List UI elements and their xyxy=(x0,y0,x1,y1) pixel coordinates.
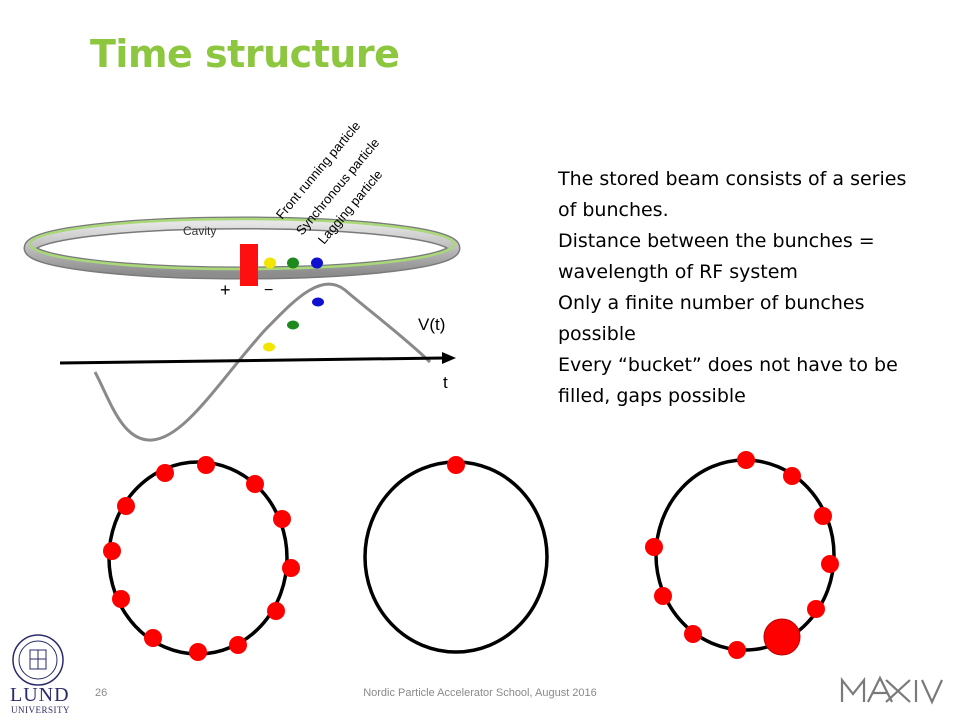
bunch xyxy=(783,467,801,485)
description-text: The stored beam consists of a series of … xyxy=(558,164,928,412)
minus-sign: − xyxy=(264,282,273,299)
time-axis-arrowhead xyxy=(442,352,456,364)
synchronous-particle-ring xyxy=(287,257,299,269)
bunch xyxy=(246,475,264,493)
bunch xyxy=(117,497,135,515)
lund-seal-icon xyxy=(12,634,64,686)
synchronous-particle-curve xyxy=(287,320,299,330)
bunch xyxy=(112,590,130,608)
description-line: Only a finite number of bunches possible xyxy=(558,292,865,345)
front-particle-ring xyxy=(264,257,276,269)
bunch xyxy=(728,641,746,659)
bunch xyxy=(684,625,702,643)
bunch-large xyxy=(763,618,801,656)
description-line: The stored beam consists of a series of … xyxy=(558,168,907,221)
cavity-icon xyxy=(240,244,258,286)
bunch xyxy=(267,602,285,620)
bunch xyxy=(144,629,162,647)
lund-wordmark: LUND xyxy=(10,684,70,706)
lagging-particle-curve xyxy=(312,297,324,307)
bunch xyxy=(229,636,247,654)
bunch-ring-single xyxy=(363,456,549,654)
bunch xyxy=(645,538,663,556)
description-line: Distance between the bunches = wavelengt… xyxy=(558,230,875,283)
bunch xyxy=(103,542,121,560)
max-iv-logo xyxy=(840,675,944,705)
bunch xyxy=(821,555,839,573)
bunch xyxy=(654,587,672,605)
slide-title: Time structure xyxy=(90,32,400,76)
bunch xyxy=(737,451,755,469)
bunch xyxy=(156,464,174,482)
plus-sign: + xyxy=(220,280,231,300)
rf-voltage-curve xyxy=(93,282,432,442)
lund-university-sub: UNIVERSITY xyxy=(11,705,70,715)
page-number: 26 xyxy=(95,687,108,699)
footer-text: Nordic Particle Accelerator School, Augu… xyxy=(363,687,597,699)
bunch xyxy=(189,643,207,661)
lagging-particle-ring xyxy=(311,257,323,269)
bunch xyxy=(814,507,832,525)
bunch xyxy=(273,510,291,528)
front-particle-curve xyxy=(263,342,275,352)
voltage-label: V(t) xyxy=(418,315,445,334)
bunch xyxy=(447,456,465,474)
cavity-label: Cavity xyxy=(183,224,216,238)
bunch xyxy=(197,456,215,474)
time-axis xyxy=(59,356,445,365)
bunch xyxy=(807,600,825,618)
bunch-ring-partial xyxy=(645,451,839,659)
bunch-ring-full xyxy=(103,456,300,661)
bunch xyxy=(282,559,300,577)
description-line: Every “bucket” does not have to be fille… xyxy=(558,354,898,407)
time-label: t xyxy=(443,373,448,392)
